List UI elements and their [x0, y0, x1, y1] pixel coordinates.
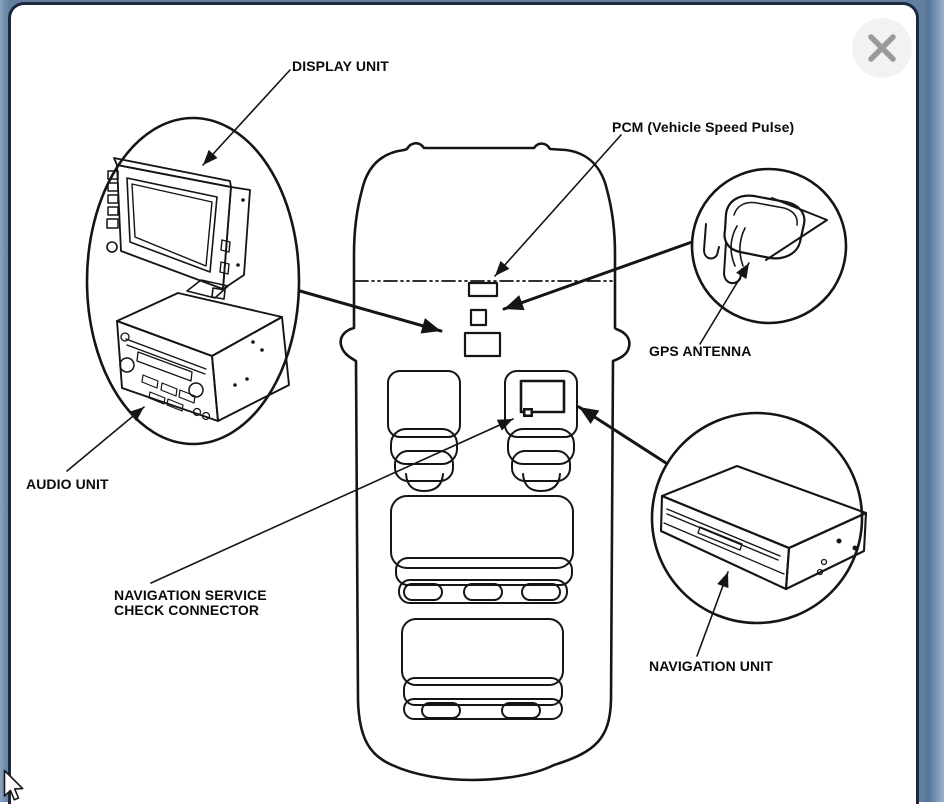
gps-antenna-label: GPS ANTENNA [649, 343, 752, 359]
display-unit-pointer [202, 69, 291, 166]
pcm-pointer [494, 134, 622, 277]
pcm-location-rect [467, 281, 499, 298]
vehicle-outline [339, 141, 631, 782]
navigation-unit-location-rect [519, 379, 566, 414]
x-icon [868, 34, 896, 62]
pointer-lines [66, 69, 750, 657]
nav-service-check-connector-label: NAVIGATION SERVICE CHECK CONNECTOR [114, 588, 267, 618]
second-row-bench-seat [390, 495, 574, 604]
display-unit-drawing [106, 157, 251, 300]
third-row-bench-seat [401, 618, 564, 720]
pcm-label: PCM (Vehicle Speed Pulse) [612, 119, 795, 135]
gps-to-dash-arrow [502, 240, 694, 311]
mouse-cursor [3, 769, 24, 801]
passenger-seat [504, 370, 578, 492]
nav-service-label-line2: CHECK CONNECTOR [114, 602, 260, 618]
audio-unit-drawing [116, 292, 290, 422]
gps-label-pointer [699, 262, 750, 345]
callout-circle-navigation-unit [650, 411, 864, 625]
driver-seat [387, 370, 461, 492]
dash-unit-location-rect [463, 331, 502, 358]
gps-antenna-drawing [703, 194, 828, 285]
audio-unit-label: AUDIO UNIT [26, 476, 109, 492]
audio-unit-pointer [66, 406, 145, 472]
mount-bracket [186, 279, 229, 299]
callout-ellipse-display-audio [85, 116, 301, 446]
close-button[interactable] [852, 18, 912, 78]
dialog-panel [8, 2, 919, 804]
gps-location-square [469, 308, 488, 327]
display-unit-label: DISPLAY UNIT [292, 58, 389, 74]
callout-circle-gps [690, 167, 848, 325]
nav-service-label-line1: NAVIGATION SERVICE [114, 587, 267, 603]
nav-unit-label-pointer [696, 571, 729, 657]
ellipse-to-dash-arrow [298, 289, 443, 334]
navigation-unit-drawing [659, 464, 868, 591]
service-check-connector-marker [523, 408, 533, 417]
navcircle-to-seat-arrow [577, 405, 668, 465]
nav-service-pointer [150, 418, 514, 584]
navigation-unit-label: NAVIGATION UNIT [649, 658, 773, 674]
